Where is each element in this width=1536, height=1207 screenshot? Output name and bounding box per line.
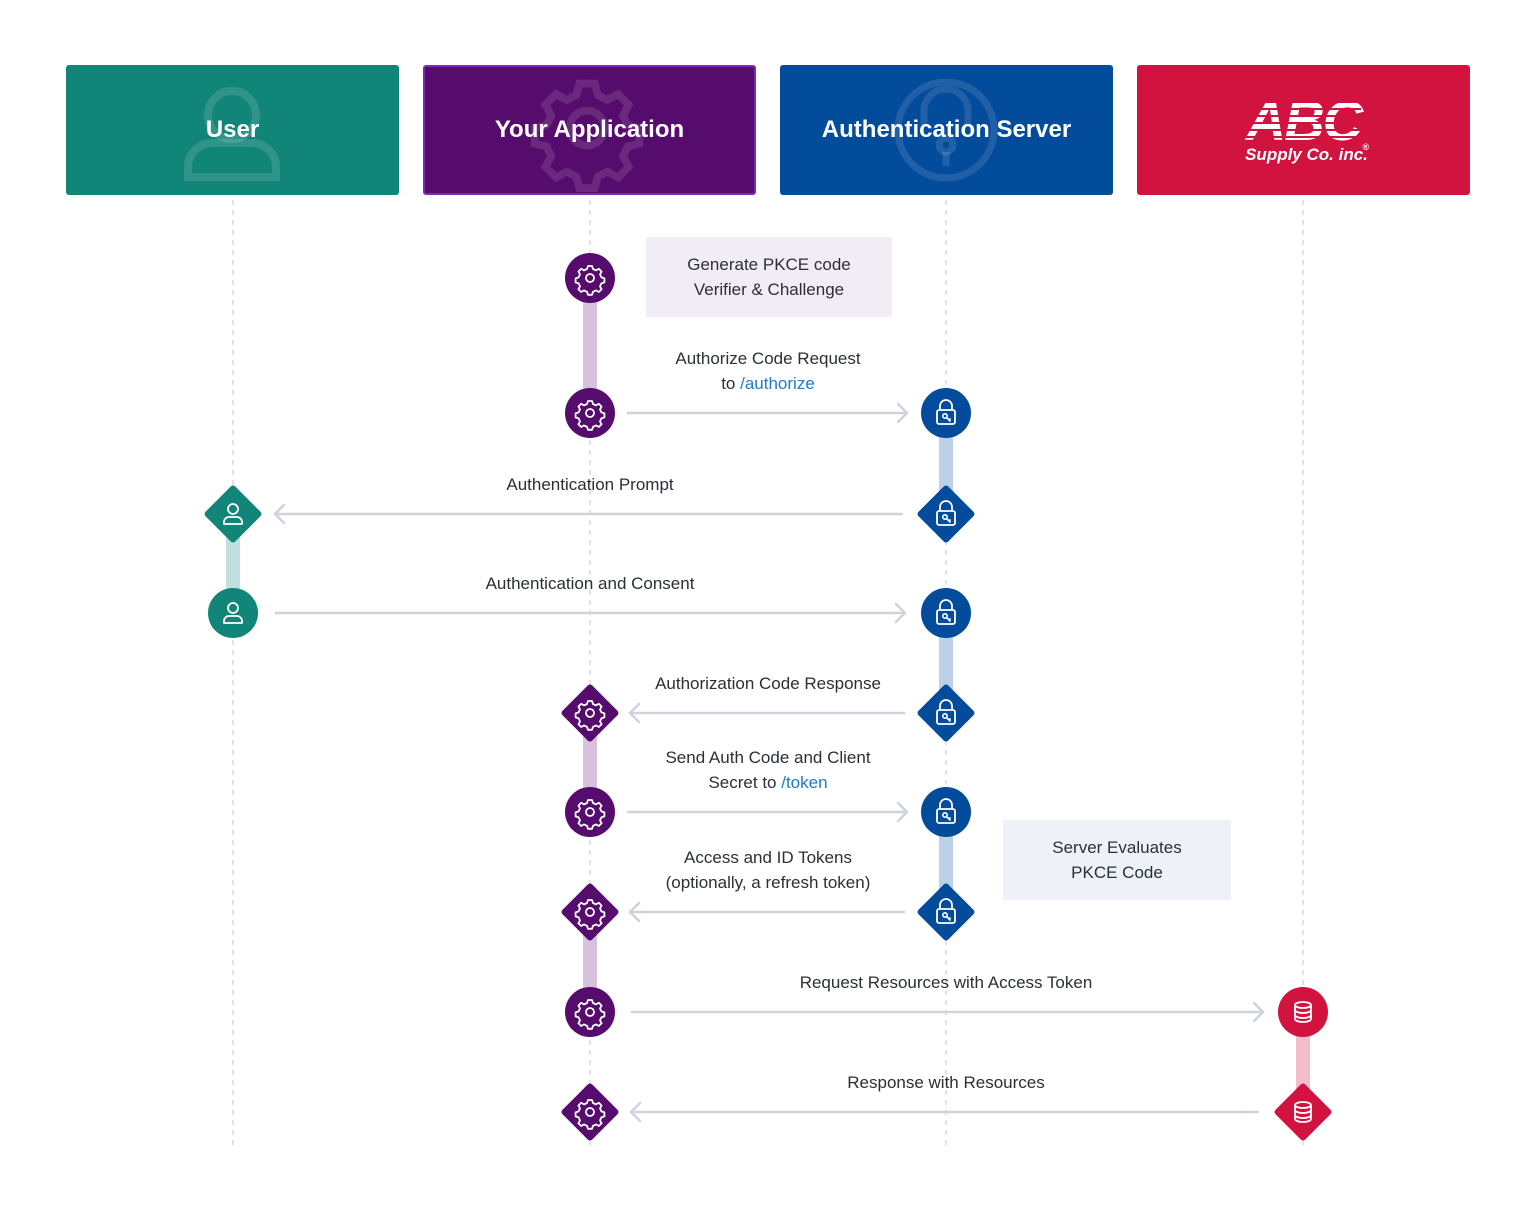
note-eval-line1: Server Evaluates xyxy=(1052,838,1182,857)
label-code-response: Authorization Code Response xyxy=(655,674,881,693)
arrow-request-resources xyxy=(630,1001,1265,1023)
note-pkce-line2: Verifier & Challenge xyxy=(693,280,845,299)
authorize-endpoint-link: /authorize xyxy=(740,374,815,393)
lane-title-app: Your Application xyxy=(494,116,685,143)
app-node-diamond xyxy=(561,883,619,941)
note-generate-pkce: Generate PKCE code Verifier & Challenge xyxy=(646,237,892,317)
auth-node-diamond xyxy=(917,883,975,941)
note-server-evaluates: Server Evaluates PKCE Code xyxy=(1003,820,1231,900)
lane-title-user: User xyxy=(205,116,260,143)
lane-header-app: Your Application xyxy=(423,65,756,195)
arrow-auth-prompt xyxy=(273,503,904,525)
lane-header-abc: ABC ® Supply Co. inc. xyxy=(1137,65,1470,195)
label-tokens: Access and ID Tokens (optionally, a refr… xyxy=(665,848,871,892)
abc-logo-subtitle: Supply Co. inc. xyxy=(1245,145,1368,164)
abc-node-circle xyxy=(1278,987,1328,1037)
activation-bar-app xyxy=(583,278,597,414)
lane-title-auth: Authentication Server xyxy=(821,116,1072,143)
lane-header-user: User xyxy=(66,65,399,195)
lane-header-auth: Authentication Server xyxy=(780,65,1113,195)
token-endpoint-link: /token xyxy=(781,773,828,792)
app-node-diamond xyxy=(561,684,619,742)
app-node-circle xyxy=(565,388,615,438)
app-node-diamond xyxy=(561,1083,619,1141)
label-send-code: Send Auth Code and Client Secret to /tok… xyxy=(665,748,871,792)
arrow-send-code xyxy=(626,801,909,823)
app-node-circle xyxy=(565,787,615,837)
user-node-circle xyxy=(208,588,258,638)
abc-node-diamond xyxy=(1274,1083,1332,1141)
user-watermark-icon xyxy=(184,87,280,181)
app-node-circle xyxy=(565,987,615,1037)
app-node-circle xyxy=(565,253,615,303)
padlock-watermark-icon xyxy=(894,78,998,182)
label-request-resources: Request Resources with Access Token xyxy=(799,973,1093,992)
auth-node-circle xyxy=(921,588,971,638)
arrow-tokens xyxy=(628,901,906,923)
note-pkce-line1: Generate PKCE code xyxy=(687,255,851,274)
arrow-authorize-request xyxy=(626,402,909,424)
label-auth-prompt: Authentication Prompt xyxy=(506,475,674,494)
user-node-diamond xyxy=(204,485,262,543)
auth-node-diamond xyxy=(917,485,975,543)
auth-node-diamond xyxy=(917,684,975,742)
label-auth-consent: Authentication and Consent xyxy=(485,574,695,593)
abc-logo-text: ABC xyxy=(1245,89,1363,152)
label-authorize-request: Authorize Code Request to /authorize xyxy=(675,349,861,393)
abc-supply-logo: ABC ® Supply Co. inc. xyxy=(1245,89,1370,164)
label-response-resources: Response with Resources xyxy=(847,1073,1045,1092)
arrow-auth-consent xyxy=(274,602,907,624)
note-eval-line2: PKCE Code xyxy=(1071,863,1163,882)
arrow-code-response xyxy=(628,702,906,724)
auth-node-circle xyxy=(921,388,971,438)
auth-node-circle xyxy=(921,787,971,837)
arrow-response-resources xyxy=(629,1101,1260,1123)
gear-watermark-icon xyxy=(530,79,644,193)
